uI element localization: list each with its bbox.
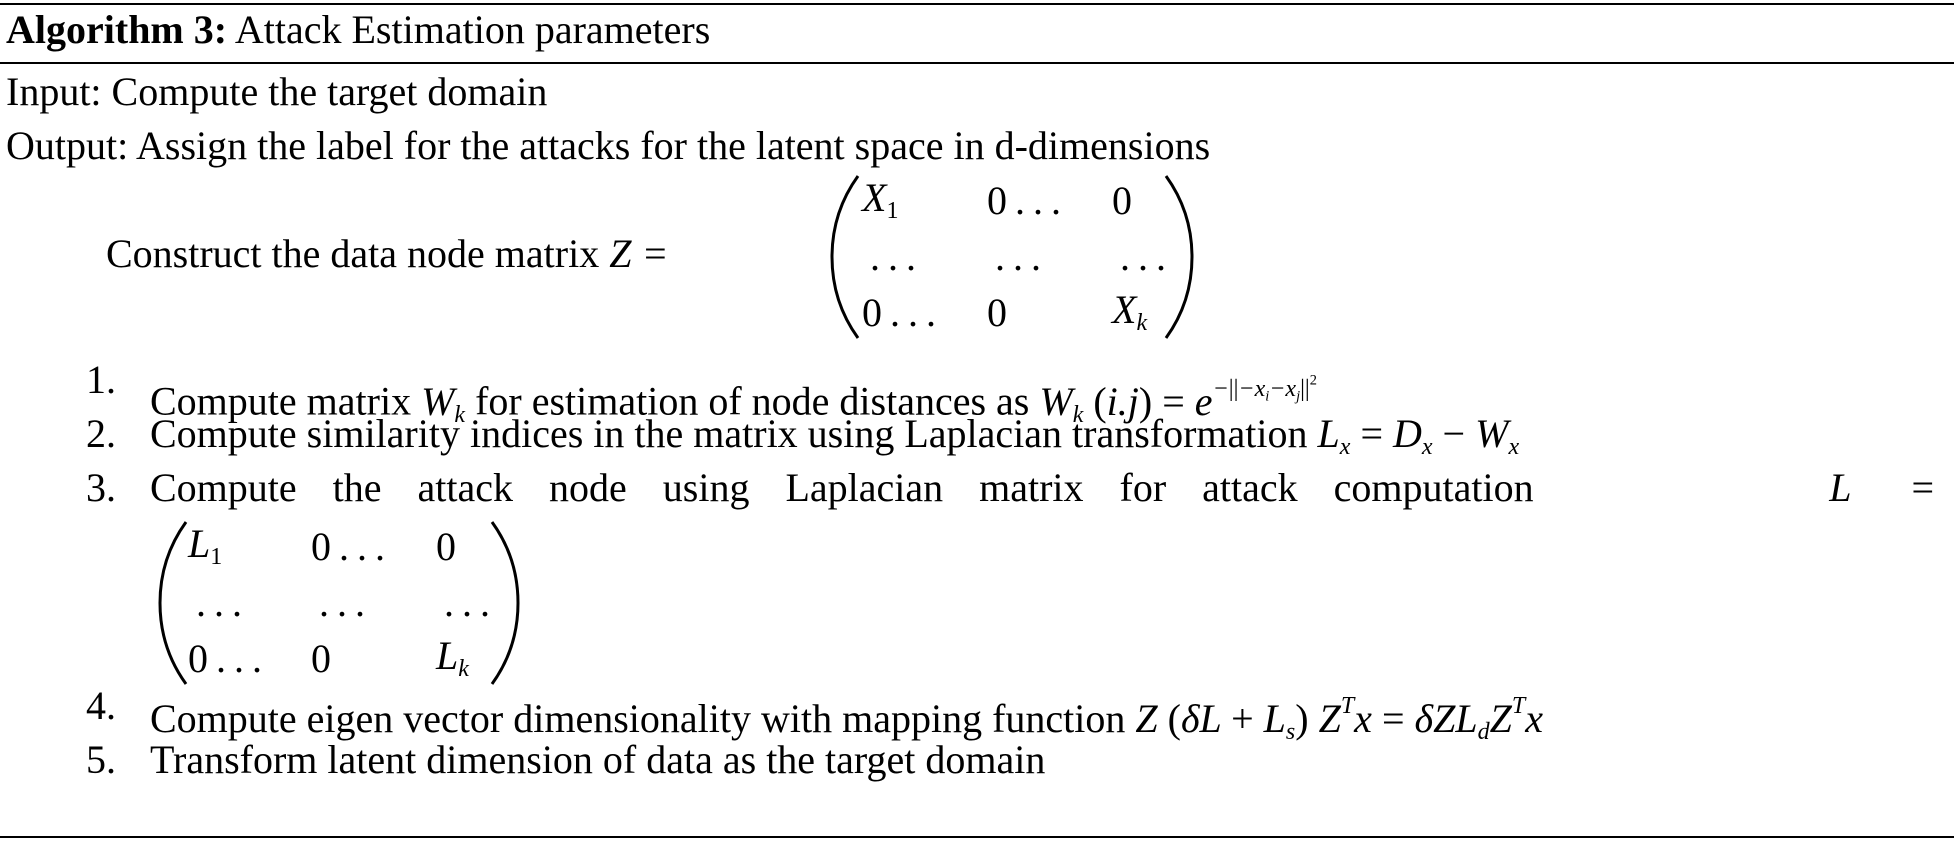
step-3-lhs: L = xyxy=(1829,465,1934,510)
step-text-words: Compute the attack node using Laplacian … xyxy=(150,465,1534,510)
step-text: Compute the attack node using Laplacian … xyxy=(150,464,1934,512)
matrix-l-cell: L1 xyxy=(188,521,223,571)
algorithm-name: Attack Estimation parameters xyxy=(234,7,711,52)
matrix-l-cell: . . . xyxy=(311,579,366,625)
construct-lhs: Z = xyxy=(609,231,669,276)
step-number: 2. xyxy=(86,411,116,456)
input-line: Input: Compute the target domain xyxy=(6,69,548,114)
header-rule xyxy=(0,62,1954,64)
matrix-l-cell: 0 xyxy=(311,635,331,681)
matrix-z-left-paren xyxy=(830,175,860,339)
matrix-z-cell: X1 xyxy=(862,175,899,225)
matrix-z-cell: 0 xyxy=(987,289,1007,335)
step-text: Compute similarity indices in the matrix… xyxy=(150,411,1520,461)
top-rule xyxy=(0,3,1954,5)
step-number: 1. xyxy=(86,357,116,402)
matrix-l: L1 0 . . . 0 . . . . . . . . . 0 . . . 0… xyxy=(188,518,516,686)
construct-text: Construct the data node matrix xyxy=(106,231,600,276)
matrix-z-cell: . . . xyxy=(862,233,917,279)
matrix-l-cell: . . . xyxy=(436,579,491,625)
algorithm-label: Algorithm 3: xyxy=(6,7,228,52)
matrix-l-cell: Lk xyxy=(436,633,469,683)
matrix-z: X1 0 . . . 0 . . . . . . . . . 0 . . . 0… xyxy=(862,172,1192,340)
matrix-z-cell: . . . xyxy=(987,233,1042,279)
matrix-z-cell: 0 xyxy=(1112,177,1132,223)
step-number: 5. xyxy=(86,737,116,782)
step-text: Compute eigen vector dimensionality with… xyxy=(150,693,1543,746)
algorithm-title: Algorithm 3: Attack Estimation parameter… xyxy=(6,6,710,54)
matrix-l-cell: 0 xyxy=(436,523,456,569)
step-number: 3. xyxy=(86,465,116,510)
matrix-z-cell: Xk xyxy=(1112,287,1148,337)
step-text: Transform latent dimension of data as th… xyxy=(150,737,1046,782)
matrix-l-right-paren xyxy=(490,521,520,685)
construct-line: Construct the data node matrix Z = xyxy=(106,230,668,278)
output-line: Output: Assign the label for the attacks… xyxy=(6,123,1211,168)
matrix-l-cell: . . . xyxy=(188,579,243,625)
matrix-z-cell: 0 . . . xyxy=(862,289,937,335)
step-text: Compute matrix Wk for estimation of node… xyxy=(150,372,1317,428)
matrix-l-cell: 0 . . . xyxy=(188,635,263,681)
matrix-z-right-paren xyxy=(1164,175,1194,339)
step-number: 4. xyxy=(86,683,116,728)
matrix-l-left-paren xyxy=(158,521,188,685)
matrix-z-cell: 0 . . . xyxy=(987,177,1062,223)
bottom-rule xyxy=(0,836,1954,838)
matrix-l-cell: 0 . . . xyxy=(311,523,386,569)
matrix-z-cell: . . . xyxy=(1112,233,1167,279)
